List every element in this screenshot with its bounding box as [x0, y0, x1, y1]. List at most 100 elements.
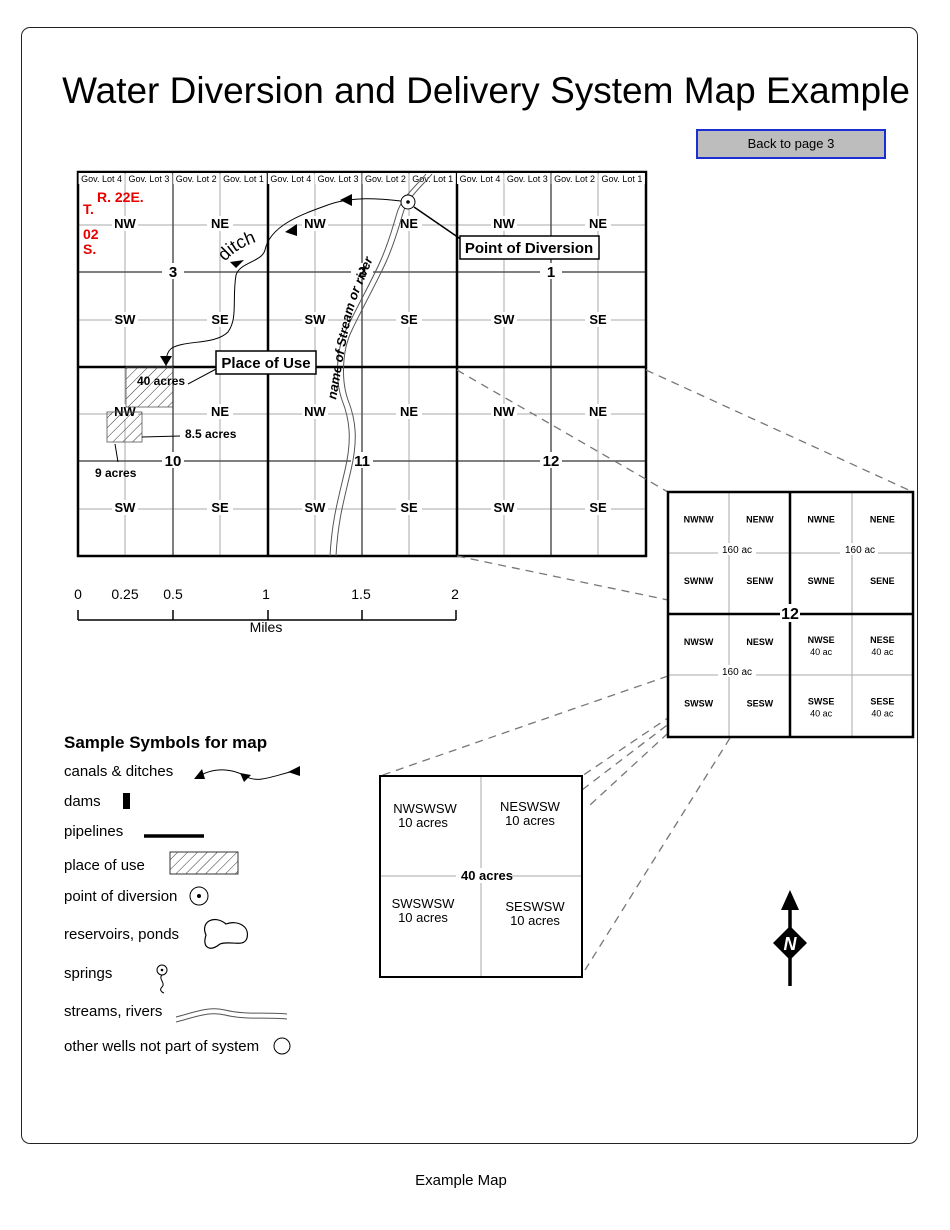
legend: Sample Symbols for map canals & ditches … — [64, 733, 300, 1055]
gov-lot-label: Gov. Lot 3 — [507, 174, 548, 184]
place-of-use-areas — [106, 366, 174, 443]
forty-acre-center-label: 40 acres — [461, 868, 513, 883]
place-of-use-symbol — [169, 851, 239, 875]
north-arrow: N — [773, 890, 807, 986]
stream-symbol — [175, 1008, 288, 1023]
scale-tick-label: 2 — [451, 586, 459, 602]
quarter-label-ne: NE — [589, 404, 607, 419]
legend-dams-label: dams — [64, 793, 101, 810]
detail-cell-label: SESE — [870, 696, 894, 706]
section-number-1: 1 — [547, 264, 555, 281]
point-of-diversion-label: Point of Diversion — [465, 240, 593, 257]
point-of-diversion-box — [459, 235, 600, 260]
stream — [329, 173, 433, 557]
quarter-label-sw: SW — [305, 312, 327, 327]
detail-cell-label: NENE — [870, 515, 895, 525]
ditch-arrows — [160, 194, 352, 366]
detail-cell-label: SWSW — [684, 698, 714, 708]
legend-reservoirs-label: reservoirs, ponds — [64, 926, 179, 943]
detail-cell-label: SWNE — [808, 576, 835, 586]
gov-lot-label: Gov. Lot 2 — [365, 174, 406, 184]
legend-pipelines-label: pipelines — [64, 823, 123, 840]
page-title: Water Diversion and Delivery System Map … — [62, 70, 910, 111]
place-of-use-label: Place of Use — [221, 355, 310, 372]
detail-cell-label: SENE — [870, 576, 895, 586]
detail-cell-area: 40 ac — [810, 647, 833, 657]
section-number-10: 10 — [165, 453, 182, 470]
neswsw-label: NESWSW — [500, 799, 561, 814]
nwswsw-label: NWSWSW — [393, 801, 457, 816]
quarter-label-se: SE — [589, 500, 607, 515]
quarter-label-se: SE — [211, 312, 229, 327]
legend-place-of-use-label: place of use — [64, 857, 145, 874]
back-button[interactable]: Back to page 3 — [696, 129, 886, 159]
area-label-ne: 160 ac — [845, 545, 875, 556]
gov-lot-label: Gov. Lot 2 — [176, 174, 217, 184]
acres-85-label: 8.5 acres — [185, 427, 237, 441]
other-well-symbol — [273, 1037, 291, 1055]
seswsw-label: SESWSW — [505, 899, 565, 914]
point-of-diversion-symbol — [189, 886, 209, 906]
legend-title: Sample Symbols for map — [64, 733, 267, 752]
scale-tick-label: 0 — [74, 586, 82, 602]
swswsw-label: SWSWSW — [392, 896, 456, 911]
quarter-label-sw: SW — [115, 312, 137, 327]
quarter-label-ne: NE — [211, 216, 229, 231]
quarter-label-sw: SW — [494, 500, 516, 515]
gov-lot-label: Gov. Lot 1 — [601, 174, 642, 184]
scale-tick-label: 1 — [262, 586, 270, 602]
township-grid — [76, 170, 648, 558]
nwswsw-area: 10 acres — [398, 815, 448, 830]
gov-lot-label: Gov. Lot 2 — [554, 174, 595, 184]
area-label-sw: 160 ac — [722, 667, 752, 678]
legend-point-of-diversion-label: point of diversion — [64, 888, 177, 905]
detail-cell-label: NESE — [870, 635, 895, 645]
gov-lot-label: Gov. Lot 1 — [223, 174, 264, 184]
detail-cell-label: NESW — [746, 637, 774, 647]
point-of-diversion-marker — [400, 194, 463, 241]
gov-lot-label: Gov. Lot 3 — [128, 174, 169, 184]
quarter-label-ne: NE — [211, 404, 229, 419]
legend-springs-label: springs — [64, 965, 112, 982]
detail-cell-label: SESW — [747, 698, 774, 708]
section-number-11: 11 — [354, 453, 370, 470]
north-label: N — [784, 934, 798, 954]
detail-cell-area: 40 ac — [871, 708, 894, 718]
township-t-label: T. — [83, 201, 94, 217]
legend-other-wells-label: other wells not part of system — [64, 1038, 259, 1055]
section-number-3: 3 — [169, 264, 177, 281]
place-of-use-box — [215, 350, 317, 375]
stream-label: name of Stream or river — [324, 254, 376, 401]
quarter-label-se: SE — [211, 500, 229, 515]
quarter-label-ne: NE — [400, 216, 418, 231]
detail-cell-label: SWNW — [684, 576, 714, 586]
quarter-label-ne: NE — [400, 404, 418, 419]
detail-cell-label: NENW — [746, 515, 774, 525]
acres-40-label: 40 acres — [137, 374, 185, 388]
gov-lot-label: Gov. Lot 3 — [318, 174, 359, 184]
gov-lot-label: Gov. Lot 4 — [270, 174, 311, 184]
detail-cell-label: SENW — [746, 576, 774, 586]
ditch — [165, 198, 409, 368]
quarter-label-ne: NE — [589, 216, 607, 231]
swswsw-area: 10 acres — [398, 910, 448, 925]
spring-symbol — [156, 964, 168, 994]
legend-canals-label: canals & ditches — [64, 763, 173, 780]
quarter-label-se: SE — [400, 500, 418, 515]
gov-lot-label: Gov. Lot 4 — [81, 174, 122, 184]
scale-tick-label: 1.5 — [351, 586, 371, 602]
township-s-label: S. — [83, 241, 96, 257]
seswsw-area: 10 acres — [510, 913, 560, 928]
place-of-use-leader — [187, 367, 219, 385]
quarter-label-nw: NW — [304, 216, 326, 231]
canal-symbol — [194, 766, 300, 782]
range-label: R. 22E. — [97, 189, 144, 205]
gov-lot-label: Gov. Lot 1 — [412, 174, 453, 184]
quarter-label-nw: NW — [493, 216, 515, 231]
quarter-label-sw: SW — [305, 500, 327, 515]
scale-tick-label: 0.25 — [111, 586, 138, 602]
township-range: R. 22E. T. 02 S. — [83, 189, 144, 257]
